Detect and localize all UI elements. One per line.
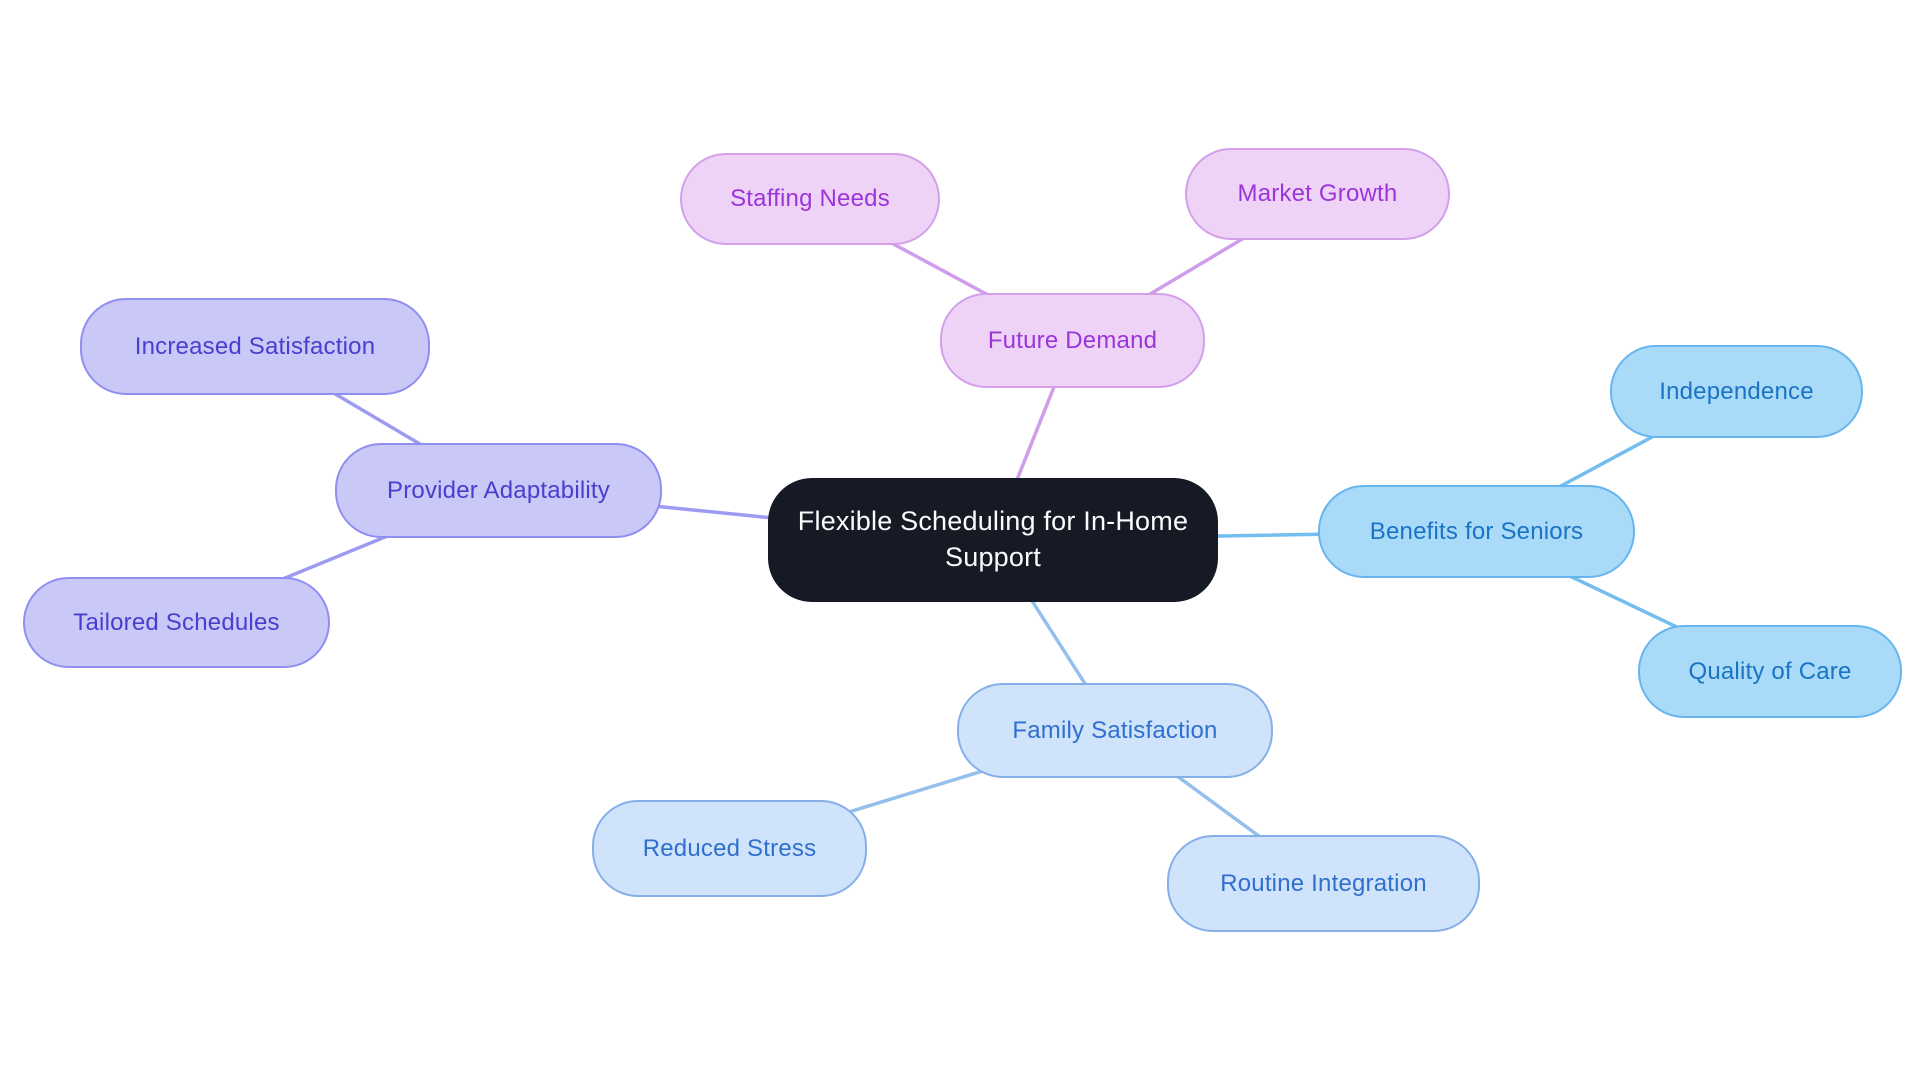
node-benefits-for-seniors[interactable]: Benefits for Seniors [1318, 485, 1635, 578]
node-quality-of-care[interactable]: Quality of Care [1638, 625, 1902, 718]
node-label: Provider Adaptability [387, 476, 610, 504]
node-label: Increased Satisfaction [134, 332, 376, 360]
node-reduced-stress[interactable]: Reduced Stress [592, 800, 867, 897]
node-independence[interactable]: Independence [1610, 345, 1863, 438]
node-label: Benefits for Seniors [1369, 517, 1584, 545]
node-market-growth[interactable]: Market Growth [1185, 148, 1450, 240]
node-family-satisfaction[interactable]: Family Satisfaction [957, 683, 1273, 778]
node-label: Quality of Care [1688, 657, 1852, 685]
node-staffing-needs[interactable]: Staffing Needs [680, 153, 940, 245]
node-increased-satisfaction[interactable]: Increased Satisfaction [80, 298, 430, 395]
node-label: Future Demand [987, 326, 1158, 354]
node-routine-integration[interactable]: Routine Integration [1167, 835, 1480, 932]
node-tailored-schedules[interactable]: Tailored Schedules [23, 577, 330, 668]
node-label-line: Support [945, 542, 1041, 572]
node-label: Staffing Needs [730, 185, 890, 212]
node-label-line: Flexible Scheduling for In-Home [797, 506, 1189, 537]
node-label: Reduced Stress [642, 834, 817, 862]
node-label: Tailored Schedules [73, 608, 280, 636]
node-provider-adaptability[interactable]: Provider Adaptability [335, 443, 662, 538]
node-label: Market Growth [1237, 180, 1398, 207]
node-future-demand[interactable]: Future Demand [940, 293, 1205, 388]
node-label: Family Satisfaction [1012, 716, 1218, 744]
node-label: Independence [1659, 377, 1814, 405]
node-label: Routine Integration [1220, 869, 1427, 897]
